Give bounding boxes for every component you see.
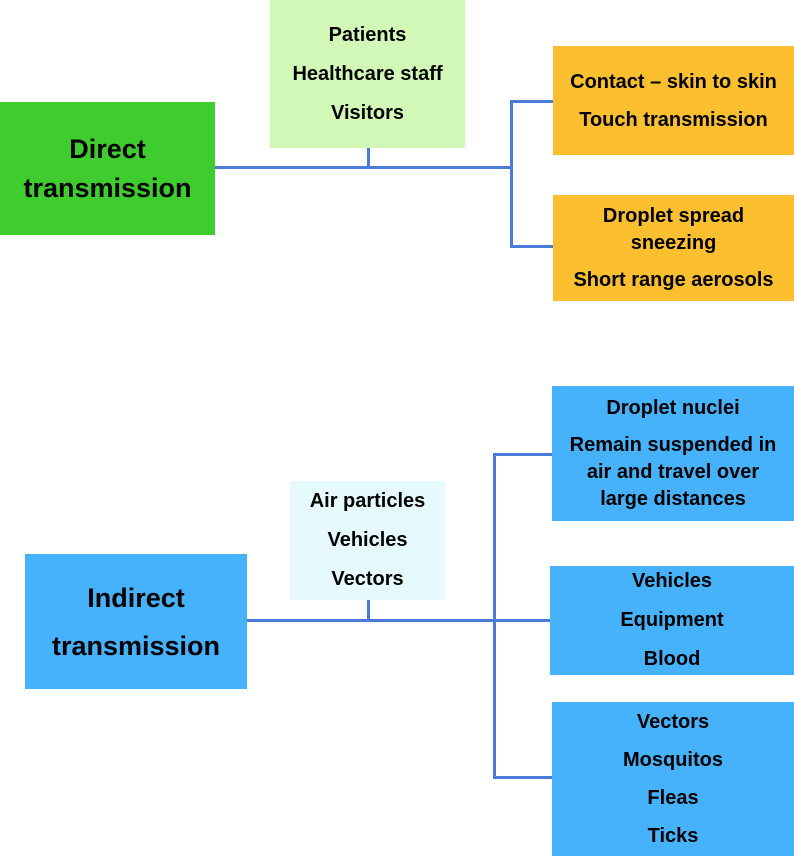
indirect-source-item: Vehicles	[327, 529, 408, 551]
vectors-item: Ticks	[647, 825, 699, 847]
direct-branch-vertical	[510, 100, 513, 248]
vehicles-item: Equipment	[620, 609, 724, 631]
indirect-main-connector	[247, 619, 550, 622]
indirect-nuclei-box: Droplet nuclei Remain suspended in air a…	[552, 386, 794, 521]
vectors-item: Vectors	[636, 711, 710, 733]
nuclei-item: Remain suspended in	[569, 433, 777, 456]
direct-contact-box: Contact – skin to skin Touch transmissio…	[553, 46, 794, 155]
indirect-transmission-box: Indirect transmission	[25, 554, 247, 689]
droplet-item: sneezing	[630, 231, 717, 254]
direct-source-item: Patients	[328, 23, 407, 46]
indirect-branch-vertical	[493, 453, 496, 779]
direct-source-item: Healthcare staff	[292, 62, 443, 85]
direct-main-connector	[215, 166, 511, 169]
direct-title-line-1: Direct	[69, 133, 146, 164]
vectors-item: Mosquitos	[623, 749, 723, 771]
nuclei-item: large distances	[600, 487, 746, 510]
indirect-source-item: Air particles	[309, 490, 426, 512]
contact-item: Contact – skin to skin	[570, 70, 777, 93]
vectors-item: Fleas	[647, 787, 699, 809]
direct-droplet-box: Droplet spread sneezing Short range aero…	[553, 195, 794, 301]
direct-branch-contact	[510, 100, 553, 103]
direct-title-line-2: transmission	[23, 172, 192, 203]
indirect-branch-nuclei	[493, 453, 552, 456]
indirect-sources-stem	[367, 600, 370, 620]
droplet-item: Short range aerosols	[573, 268, 774, 291]
droplet-item: Droplet spread	[602, 204, 745, 227]
direct-source-item: Visitors	[331, 101, 404, 124]
indirect-title-line-2: transmission	[51, 630, 221, 661]
indirect-branch-vectors	[493, 776, 552, 779]
indirect-title-line-1: Indirect	[87, 582, 185, 613]
direct-sources-box: Patients Healthcare staff Visitors	[270, 0, 465, 148]
vehicles-item: Vehicles	[631, 570, 713, 592]
nuclei-item: air and travel over	[586, 460, 760, 483]
direct-transmission-box: Direct transmission	[0, 102, 215, 235]
indirect-source-item: Vectors	[331, 568, 404, 590]
direct-sources-stem	[367, 148, 370, 168]
nuclei-item: Droplet nuclei	[606, 396, 740, 419]
contact-item: Touch transmission	[579, 108, 768, 131]
direct-branch-droplet	[510, 245, 553, 248]
indirect-sources-box: Air particles Vehicles Vectors	[290, 481, 445, 600]
vehicles-item: Blood	[643, 648, 701, 670]
indirect-vehicles-box: Vehicles Equipment Blood	[550, 566, 794, 675]
indirect-vectors-box: Vectors Mosquitos Fleas Ticks	[552, 702, 794, 856]
